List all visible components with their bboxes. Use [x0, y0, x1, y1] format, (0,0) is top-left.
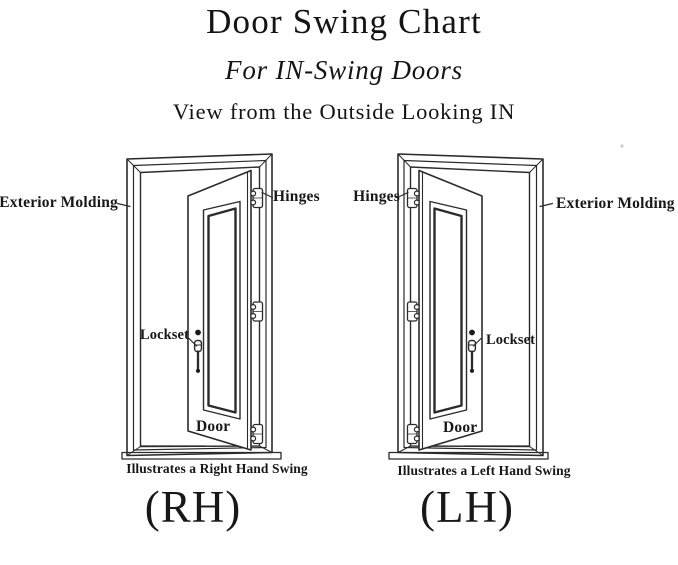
lh-caption: Illustrates a Left Hand Swing — [397, 463, 571, 478]
view-note: View from the Outside Looking IN — [172, 99, 516, 124]
rh-lockset-label: Lockset — [139, 327, 189, 343]
page-subtitle: For IN-Swing Doors — [225, 55, 463, 85]
lh-door-label: Door — [443, 419, 478, 436]
scan-artifact-dot — [620, 144, 624, 148]
lh-lockset-label: Lockset — [486, 332, 536, 348]
lh-exterior-molding-label: Exterior Molding — [556, 195, 675, 212]
rh-hinges-label: Hinges — [273, 188, 320, 205]
rh-door-label: Door — [196, 418, 231, 435]
rh-door-drawing — [116, 152, 283, 461]
lh-hinges-label: Hinges — [353, 188, 400, 205]
lh-swing-code: (LH) — [420, 482, 514, 532]
rh-swing-code: (RH) — [144, 482, 242, 532]
rh-exterior-molding-label: Exterior Molding — [0, 194, 118, 211]
lh-door-drawing — [387, 152, 554, 461]
rh-caption: Illustrates a Right Hand Swing — [126, 461, 308, 476]
page-title: Door Swing Chart — [206, 2, 482, 41]
